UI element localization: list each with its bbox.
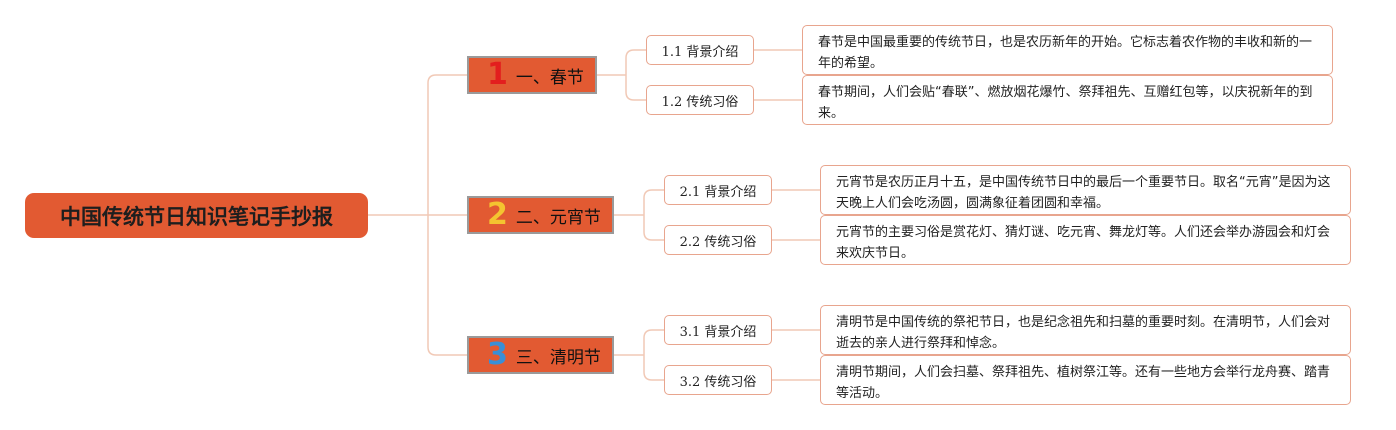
connector-root-branches bbox=[427, 74, 467, 356]
section-1-number: 1 bbox=[487, 57, 508, 92]
section-3-item-2-desc-text: 清明节期间，人们会扫墓、祭拜祖先、植树祭江等。还有一些地方会举行龙舟赛、踏青等活… bbox=[836, 365, 1331, 401]
section-3-number: 3 bbox=[487, 337, 508, 372]
section-1-item-1-label-text: 1.1 背景介绍 bbox=[661, 44, 739, 60]
section-2-item-2-label-text: 2.2 传统习俗 bbox=[679, 234, 757, 250]
section-3-title: 三、清明节 bbox=[515, 347, 601, 368]
connector-section-3 bbox=[614, 329, 664, 381]
section-3-item-2-label-text: 3.2 传统习俗 bbox=[679, 374, 757, 390]
section-2-item-1-desc[interactable]: 元宵节是农历正月十五，是中国传统节日中的最后一个重要节日。取名“元宵”是因为这天… bbox=[820, 165, 1351, 215]
section-2-number: 2 bbox=[487, 197, 508, 232]
section-1-item-1-desc-text: 春节是中国最重要的传统节日，也是农历新年的开始。它标志着农作物的丰收和新的一年的… bbox=[818, 35, 1313, 71]
section-1-item-1-label[interactable]: 1.1 背景介绍 bbox=[646, 35, 754, 65]
section-2-item-1-label[interactable]: 2.1 背景介绍 bbox=[664, 175, 772, 205]
connector-leaves-1 bbox=[754, 49, 802, 101]
connector-leaves-3 bbox=[772, 329, 820, 381]
section-2-node[interactable]: 2 二、元宵节 bbox=[467, 196, 614, 234]
section-1-title: 一、春节 bbox=[515, 67, 584, 88]
section-1-item-2-label[interactable]: 1.2 传统习俗 bbox=[646, 85, 754, 115]
section-1-item-1-desc[interactable]: 春节是中国最重要的传统节日，也是农历新年的开始。它标志着农作物的丰收和新的一年的… bbox=[802, 25, 1333, 75]
section-1-item-2-label-text: 1.2 传统习俗 bbox=[661, 94, 739, 110]
root-title[interactable]: 中国传统节日知识笔记手抄报 bbox=[25, 193, 368, 238]
section-2-item-2-label[interactable]: 2.2 传统习俗 bbox=[664, 225, 772, 255]
section-3-item-2-desc[interactable]: 清明节期间，人们会扫墓、祭拜祖先、植树祭江等。还有一些地方会举行龙舟赛、踏青等活… bbox=[820, 355, 1351, 405]
section-3-item-1-label[interactable]: 3.1 背景介绍 bbox=[664, 315, 772, 345]
section-1-node[interactable]: 1 一、春节 bbox=[467, 56, 597, 94]
section-2-item-2-desc[interactable]: 元宵节的主要习俗是赏花灯、猜灯谜、吃元宵、舞龙灯等。人们还会举办游园会和灯会来欢… bbox=[820, 215, 1351, 265]
section-3-node[interactable]: 3 三、清明节 bbox=[467, 336, 614, 374]
section-3-item-1-desc[interactable]: 清明节是中国传统的祭祀节日，也是纪念祖先和扫墓的重要时刻。在清明节，人们会对逝去… bbox=[820, 305, 1351, 355]
section-1-item-2-desc-text: 春节期间，人们会贴“春联”、燃放烟花爆竹、祭拜祖先、互赠红包等，以庆祝新年的到来… bbox=[818, 85, 1313, 121]
root-title-text: 中国传统节日知识笔记手抄报 bbox=[60, 204, 333, 229]
section-1-item-2-desc[interactable]: 春节期间，人们会贴“春联”、燃放烟花爆竹、祭拜祖先、互赠红包等，以庆祝新年的到来… bbox=[802, 75, 1333, 125]
section-2-item-1-desc-text: 元宵节是农历正月十五，是中国传统节日中的最后一个重要节日。取名“元宵”是因为这天… bbox=[836, 175, 1331, 211]
section-3-item-1-desc-text: 清明节是中国传统的祭祀节日，也是纪念祖先和扫墓的重要时刻。在清明节，人们会对逝去… bbox=[836, 315, 1331, 351]
section-2-title: 二、元宵节 bbox=[515, 207, 601, 228]
section-2-item-1-label-text: 2.1 背景介绍 bbox=[679, 184, 757, 200]
connector-leaves-2 bbox=[772, 189, 820, 241]
section-2-item-2-desc-text: 元宵节的主要习俗是赏花灯、猜灯谜、吃元宵、舞龙灯等。人们还会举办游园会和灯会来欢… bbox=[836, 225, 1331, 261]
connector-section-1 bbox=[597, 49, 646, 101]
connector-section-2 bbox=[614, 189, 664, 241]
section-3-item-2-label[interactable]: 3.2 传统习俗 bbox=[664, 365, 772, 395]
section-3-item-1-label-text: 3.1 背景介绍 bbox=[679, 324, 757, 340]
